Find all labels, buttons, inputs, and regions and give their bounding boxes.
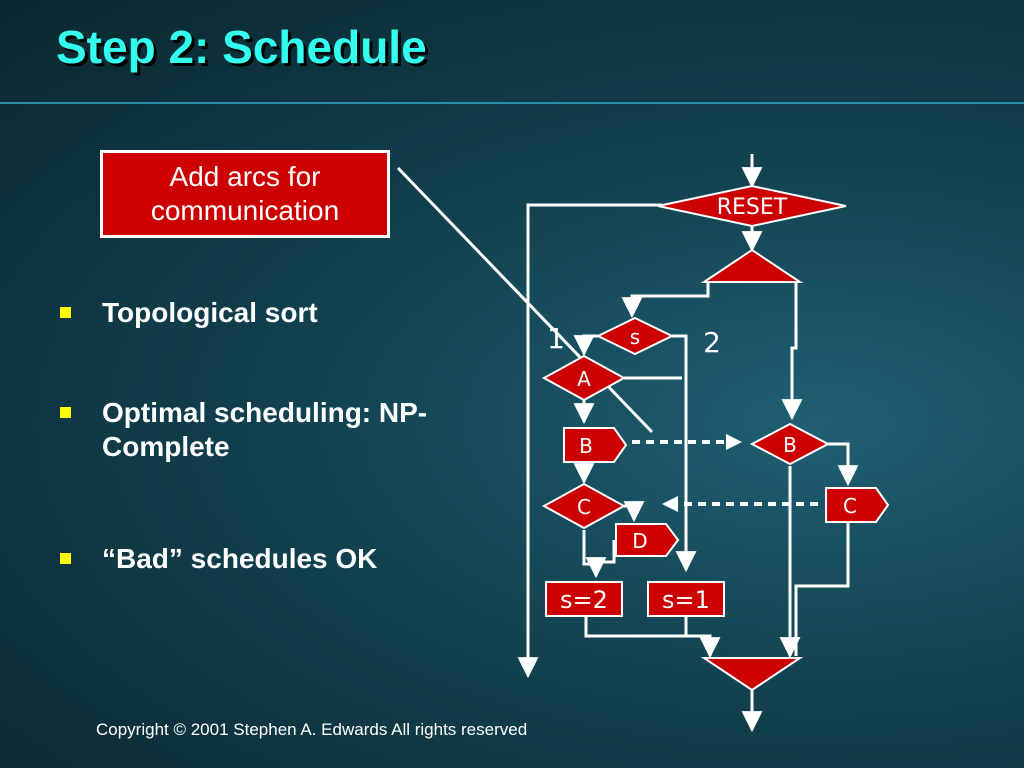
node-s2-label: s=2 bbox=[560, 586, 608, 614]
node-c-right bbox=[825, 487, 890, 523]
callout-text: Add arcs for communication bbox=[150, 161, 340, 226]
node-b-left-label: B bbox=[579, 434, 593, 458]
bullet-topological-sort: Topological sort bbox=[58, 296, 518, 330]
node-reset bbox=[657, 184, 847, 228]
node-s1-label: s=1 bbox=[662, 586, 710, 614]
callout-pointer bbox=[396, 166, 654, 434]
node-c-right-label: C bbox=[843, 494, 857, 518]
callout-box: Add arcs for communication bbox=[100, 150, 390, 238]
node-b-right-label: B bbox=[783, 433, 797, 457]
node-c-left-label: C bbox=[577, 495, 591, 519]
bullet-optimal-scheduling: Optimal scheduling: NP-Complete bbox=[58, 396, 518, 464]
bullet-list: Topological sort Optimal scheduling: NP-… bbox=[58, 296, 518, 576]
node-s bbox=[595, 316, 675, 356]
branch-label-2: 2 bbox=[703, 326, 721, 359]
flow-lines bbox=[517, 154, 859, 733]
bullet-square-icon bbox=[60, 407, 71, 418]
node-a-label: A bbox=[577, 367, 591, 391]
node-c-left bbox=[541, 482, 627, 530]
arrowhead-left-icon bbox=[662, 496, 678, 512]
arrowhead-right-icon bbox=[726, 434, 742, 450]
bullet-square-icon bbox=[60, 553, 71, 564]
bullet-bad-schedules: “Bad” schedules OK bbox=[58, 542, 518, 576]
node-b-left bbox=[563, 427, 628, 463]
node-s2 bbox=[545, 581, 623, 617]
bullet-text: Optimal scheduling: NP-Complete bbox=[102, 397, 428, 462]
merge-triangle bbox=[700, 657, 804, 692]
node-a bbox=[541, 354, 627, 402]
node-d-label: D bbox=[632, 529, 647, 553]
title-divider bbox=[0, 102, 1024, 104]
copyright-footer: Copyright © 2001 Stephen A. Edwards All … bbox=[96, 720, 528, 739]
communication-arcs bbox=[632, 440, 818, 506]
slide-title: Step 2: Schedule bbox=[56, 21, 427, 73]
node-d bbox=[615, 523, 680, 557]
bullet-text: Topological sort bbox=[102, 297, 318, 328]
node-s1 bbox=[647, 581, 725, 617]
node-reset-label: RESET bbox=[717, 195, 788, 220]
node-b-right bbox=[749, 422, 831, 466]
branch-label-1: 1 bbox=[547, 322, 565, 355]
fork-triangle bbox=[700, 248, 804, 283]
bullet-square-icon bbox=[60, 307, 71, 318]
bullet-text: “Bad” schedules OK bbox=[102, 543, 378, 574]
node-s-label: s bbox=[630, 325, 640, 349]
